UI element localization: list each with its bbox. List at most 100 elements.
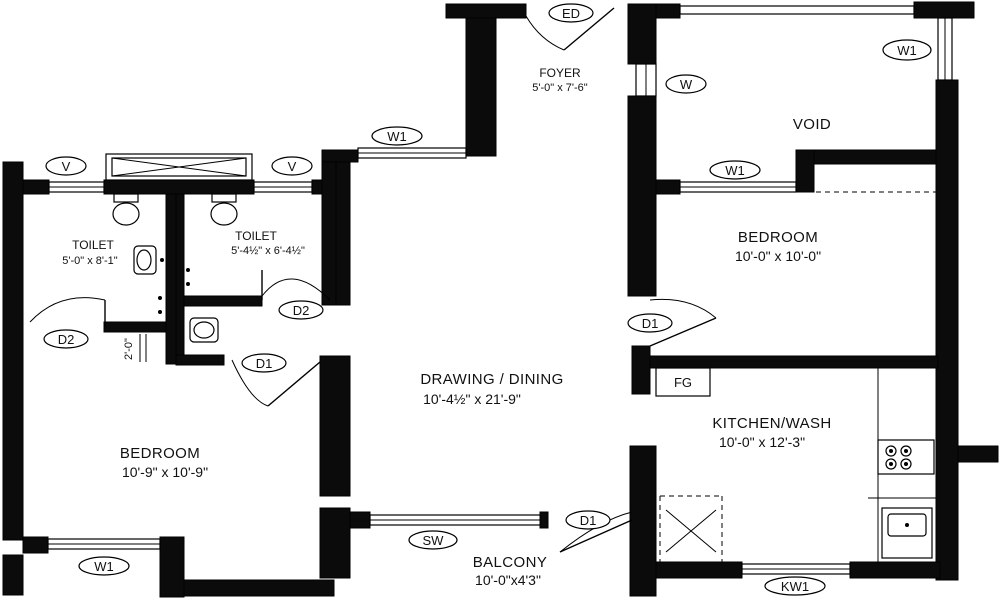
drawing-dim: 10'-4½" x 21'-9": [423, 391, 521, 407]
basin-mid: [189, 317, 219, 343]
tag-d1-drawing-shape: [241, 353, 287, 373]
tag-w1-void-shape: [882, 39, 932, 61]
tag-kw1-shape: [764, 576, 826, 596]
tag-v-left-shape: [45, 156, 87, 176]
tag-w1-void: W1: [897, 43, 917, 58]
wall-toilet-partition: [165, 193, 177, 365]
toilet-mid-dim: 5'-4½" x 6'-4½": [231, 245, 305, 257]
wall-right-exterior: [935, 79, 959, 581]
door-d1-bed-right-swing: [649, 298, 717, 319]
door-d1-bed-left-swing: [231, 359, 269, 407]
door-d2-mid-swing: [261, 278, 331, 301]
tag-d1-balcony: D1: [580, 513, 597, 528]
door-ed-swing: [525, 15, 565, 51]
tag-d2-left: D2: [58, 332, 75, 347]
tag-w-foyer-shape: [665, 74, 707, 94]
toilet-left-label: TOILET: [72, 238, 114, 252]
wall-toilets-top: [103, 179, 255, 195]
wall-left-exterior: [2, 161, 24, 541]
wall-bed-right-top-stub: [655, 179, 681, 195]
gap-dimension: 2'-0": [123, 338, 135, 360]
wall-toilet-mid-right: [321, 149, 337, 306]
wall-right-top-cap: [913, 1, 975, 19]
wall-drawing-left-low: [319, 507, 351, 579]
wall-balcony-left-cap: [349, 511, 371, 529]
wall-bed-left-bottom-a: [159, 536, 185, 598]
tag-w1-bottom: W1: [94, 559, 114, 574]
wall-kitchen-door-jamb: [631, 345, 651, 395]
tag-d1-drawing: D1: [256, 356, 273, 371]
foyer-dim: 5'-0" x 7'-6": [532, 82, 588, 94]
wall-kitchen-left: [629, 445, 657, 597]
wall-top-step: [321, 149, 359, 163]
wall-toilet-mid-right-b: [335, 159, 351, 306]
tag-fg: FG: [674, 375, 692, 390]
foyer-label: FOYER: [539, 66, 581, 80]
tag-shapes: [43, 3, 932, 596]
wall-central-top: [627, 3, 657, 65]
tag-d1-balcony-shape: [565, 510, 611, 530]
toilet-mid-label: TOILET: [235, 229, 277, 243]
basin-left: [133, 245, 164, 275]
tag-v-right: V: [288, 159, 297, 174]
wall-drawing-left: [319, 355, 351, 497]
bedroom-left-label: BEDROOM: [120, 445, 200, 462]
tag-sw-shape: [408, 530, 458, 550]
tag-w1-top: W1: [387, 129, 407, 144]
wall-toilet-mid-bottom-a: [175, 354, 225, 366]
tag-d2-mid-shape: [278, 300, 324, 320]
wc-mid: [210, 193, 238, 226]
wc-left: [112, 193, 140, 226]
tag-d2-mid: D2: [293, 303, 310, 318]
balcony-label: BALCONY: [473, 554, 548, 571]
fixtures: [105, 153, 935, 559]
room-labels: FOYER 5'-0" x 7'-6" VOID BEDROOM 10'-0" …: [62, 66, 831, 588]
bedroom-left-dim: 10'-9" x 10'-9": [122, 464, 208, 480]
kitchen-label: KITCHEN/WASH: [712, 415, 831, 432]
tag-d1-bed: D1: [642, 316, 659, 331]
tag-w1-top-shape: [371, 126, 423, 146]
window-top-right: [679, 5, 915, 15]
wall-toilet-partition-b: [175, 193, 185, 365]
bedroom-right-dim: 10'-0" x 10'-0": [735, 248, 821, 264]
wall-void-step: [795, 149, 815, 193]
wall-foyer-top: [445, 3, 527, 19]
bedroom-right-label: BEDROOM: [738, 229, 818, 246]
tag-w1-bed-shape: [709, 160, 761, 180]
wall-central: [627, 95, 657, 297]
windows: [47, 5, 953, 575]
tag-kw1: KW1: [781, 579, 809, 594]
wall-bed-left-bottom: [183, 579, 335, 597]
tag-d1-bed-shape: [627, 313, 673, 333]
tag-ed-shape: [548, 3, 594, 23]
wall-kitchen-top: [647, 355, 939, 369]
wall-left-bottom-stub: [2, 554, 24, 596]
tag-v-left: V: [62, 159, 71, 174]
tag-w-foyer: W: [680, 77, 693, 92]
wall-left-bottom-return: [22, 536, 49, 554]
toilet-left-dim: 5'-0" x 8'-1": [62, 255, 118, 267]
tag-w1-bed: W1: [725, 163, 745, 178]
wall-toilet-left-bottom: [103, 321, 167, 333]
kitchen-sink: [881, 507, 933, 559]
tag-sw: SW: [423, 533, 445, 548]
tag-d2-left-shape: [43, 329, 89, 349]
wall-toilet-left-top: [22, 179, 50, 195]
wash-area-cross: [665, 509, 717, 553]
balcony-dim: 10'-0"x4'3": [475, 572, 541, 588]
wall-central-top-cap: [655, 3, 681, 19]
door-ed-leaf: [563, 7, 615, 51]
wall-void-bottom: [795, 149, 937, 165]
tap-marks: [158, 268, 190, 314]
tag-labels: ED W1 W W1 W1 V V D2 D2 D1 D1 FG D1 SW W…: [58, 6, 917, 594]
wall-right-stub: [957, 445, 999, 463]
wall-kitchen-bottom-left: [655, 561, 743, 579]
door-d2-left-swing: [29, 297, 106, 323]
wall-foyer-left: [465, 5, 497, 157]
kitchen-dim: 10'-0" x 12'-3": [719, 434, 805, 450]
wall-toilet-mid-bottom: [183, 295, 263, 307]
tag-v-right-shape: [271, 156, 313, 176]
